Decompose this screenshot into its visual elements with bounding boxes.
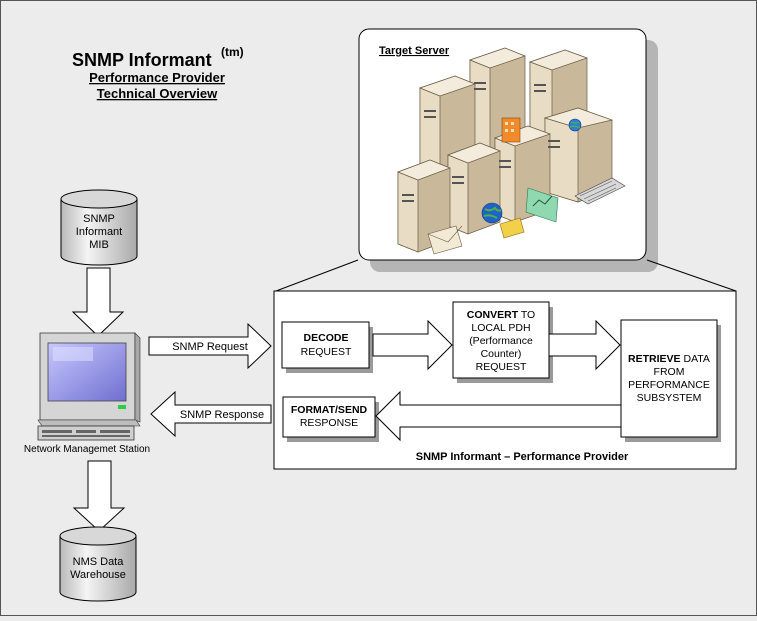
folder-icon: [499, 217, 525, 239]
retrieve-label: RETRIEVE: [628, 353, 681, 365]
globe-icon-small: [568, 118, 582, 132]
svg-text:CONVERT TO: CONVERT TO: [467, 309, 535, 321]
arrow-mib-to-station: [71, 267, 125, 337]
workstation-label: Network Managemet Station: [24, 444, 150, 455]
decode-request-text: REQUEST: [301, 346, 352, 358]
title-superscript: (tm): [221, 45, 244, 59]
mib-database-icon: SNMP Informant MIB: [60, 189, 138, 266]
title-block: SNMP Informant (tm) Performance Provider…: [72, 45, 244, 101]
convert-line-3: Counter): [481, 348, 522, 360]
provider-caption: SNMP Informant – Performance Provider: [416, 451, 629, 463]
globe-icon: [481, 202, 503, 224]
workstation-icon: Network Managemet Station: [24, 332, 150, 455]
snmp-response-label: SNMP Response: [180, 409, 264, 421]
format-response-text: RESPONSE: [300, 417, 358, 429]
retrieve-line-3: SUBSYSTEM: [637, 392, 702, 404]
building-icon: [501, 117, 521, 143]
convert-line-4: REQUEST: [476, 361, 527, 373]
snmp-response-arrow: [150, 390, 272, 438]
convert-label: CONVERT: [467, 309, 519, 321]
retrieve-line-2: PERFORMANCE: [628, 379, 710, 391]
convert-line-1: LOCAL PDH: [471, 322, 530, 334]
target-server-panel: Target Server: [358, 28, 658, 272]
mib-line-1: SNMP: [83, 213, 115, 225]
nms-line-1: NMS Data: [73, 556, 125, 568]
mib-line-3: MIB: [89, 239, 109, 251]
zoom-line-left: [275, 259, 359, 292]
retrieve-line-1: FROM: [654, 366, 685, 378]
arrow-retrieve-to-format: [375, 390, 622, 442]
decode-label: DECODE: [304, 332, 349, 344]
nms-line-2: Warehouse: [70, 569, 126, 581]
power-led: [118, 405, 126, 409]
retrieve-label-rest: DATA: [681, 353, 710, 365]
convert-request-box: [452, 301, 550, 379]
retrieve-data-box: [620, 319, 718, 438]
mib-line-2: Informant: [76, 226, 122, 238]
title-main: SNMP Informant: [72, 50, 212, 70]
keyboard-icon: [574, 177, 626, 205]
arrow-station-to-warehouse: [72, 460, 126, 532]
title-line2: Performance Provider: [89, 70, 225, 85]
format-send-box: [282, 396, 376, 438]
zoom-line-right: [646, 259, 737, 292]
convert-line-2: (Performance: [469, 335, 533, 347]
provider-panel: SNMP Informant – Performance Provider DE…: [273, 290, 737, 470]
chart-paper-icon: [525, 187, 559, 223]
svg-text:FORMAT/SEND: FORMAT/SEND: [291, 404, 368, 416]
snmp-request-arrow: [148, 322, 272, 370]
format-label: FORMAT/SEND: [291, 404, 368, 416]
nms-warehouse-icon: NMS Data Warehouse: [59, 526, 137, 602]
svg-text:DECODE: DECODE: [304, 332, 349, 344]
decode-request-box: [281, 321, 370, 369]
target-server-label: Target Server: [379, 45, 450, 57]
convert-label-rest: TO: [518, 309, 535, 321]
envelope-icon: [427, 225, 463, 255]
arrow-convert-to-retrieve: [548, 319, 621, 371]
snmp-request-label: SNMP Request: [172, 341, 248, 353]
title-line3: Technical Overview: [97, 86, 218, 101]
arrow-decode-to-convert: [372, 319, 453, 371]
svg-text:RETRIEVE DATA: RETRIEVE DATA: [628, 353, 710, 365]
